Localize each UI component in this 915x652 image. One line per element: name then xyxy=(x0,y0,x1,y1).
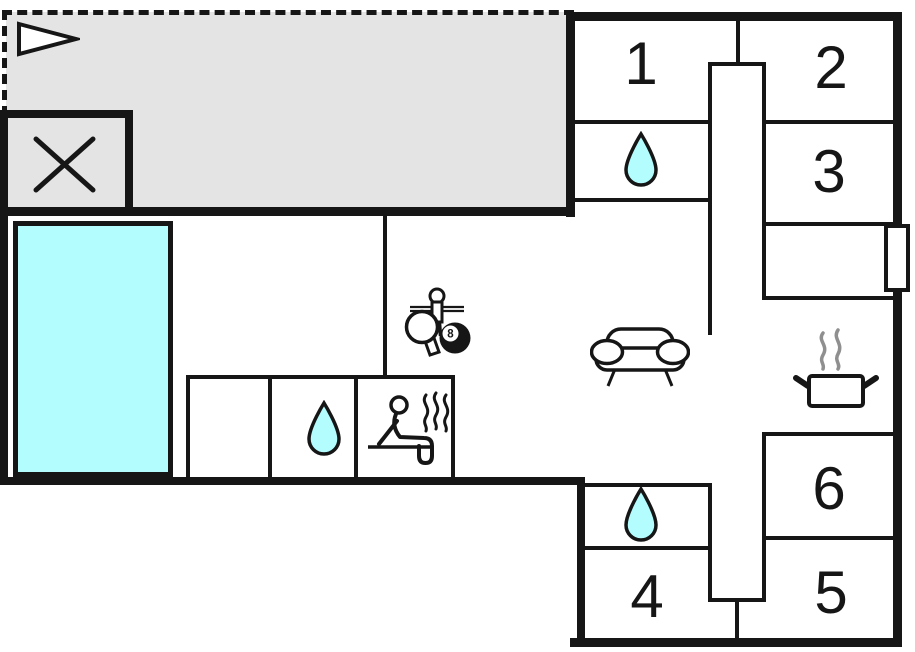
wall xyxy=(583,483,712,487)
wall xyxy=(186,375,455,379)
terrace-dashed-border-top xyxy=(2,10,574,15)
room-label-6: 6 xyxy=(812,455,846,522)
wall xyxy=(762,296,897,300)
room-label-2: 2 xyxy=(814,34,848,101)
water-drop-icon xyxy=(307,400,341,456)
wall xyxy=(566,12,575,217)
wall xyxy=(0,477,585,485)
wall xyxy=(708,483,712,602)
room-label-5: 5 xyxy=(814,559,848,626)
wall xyxy=(570,638,902,647)
room-label-4: 4 xyxy=(630,563,664,630)
wall xyxy=(762,536,897,540)
wall xyxy=(762,432,766,602)
table-tennis-paddle-icon xyxy=(404,309,441,357)
eight-ball-icon: 8 xyxy=(439,322,471,354)
room-label-3: 3 xyxy=(812,138,846,205)
wall xyxy=(762,222,897,226)
cooking-pot-icon xyxy=(793,328,879,408)
games-icon-group: 8 xyxy=(404,287,471,357)
wall xyxy=(575,198,712,202)
wall xyxy=(0,110,8,485)
wall xyxy=(0,207,575,216)
wall xyxy=(568,12,902,21)
water-drop-icon xyxy=(624,486,658,542)
x-mark-icon xyxy=(33,136,96,193)
sauna-icon xyxy=(368,391,450,465)
sofa-icon xyxy=(590,327,690,387)
wall xyxy=(577,477,585,647)
wall xyxy=(186,375,190,481)
water-drop-icon xyxy=(624,131,658,187)
svg-text:8: 8 xyxy=(447,329,454,341)
pennant-flag-icon xyxy=(17,21,80,57)
wall xyxy=(762,62,766,300)
wall xyxy=(893,12,902,647)
wall xyxy=(383,216,387,377)
wall xyxy=(762,120,897,124)
wall xyxy=(583,546,712,550)
wall xyxy=(762,432,897,436)
wall xyxy=(451,375,455,481)
room-label-1: 1 xyxy=(624,30,658,97)
wall xyxy=(735,600,739,640)
wall xyxy=(736,16,740,64)
window-marker xyxy=(884,224,910,292)
terrace-dashed-border-left xyxy=(2,10,7,116)
wall xyxy=(575,120,712,124)
wall xyxy=(708,62,766,66)
wall xyxy=(354,375,358,481)
wall xyxy=(125,110,133,215)
wall xyxy=(0,110,133,118)
wall xyxy=(268,375,272,481)
swimming-pool xyxy=(13,221,173,477)
